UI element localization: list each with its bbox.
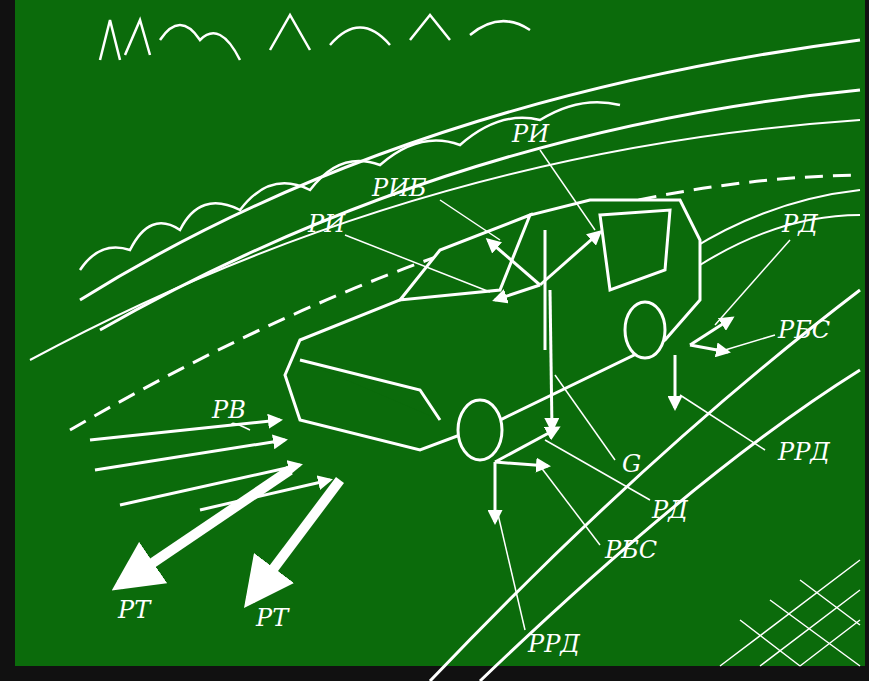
leader-lines <box>232 150 790 630</box>
force-label: РБС <box>778 318 830 342</box>
force-label: РВ <box>212 398 246 422</box>
force-label: РИБ <box>372 176 427 200</box>
kerb-grid <box>720 560 860 666</box>
force-label: G <box>622 452 641 476</box>
traction-arrows <box>120 470 340 600</box>
car <box>285 200 700 460</box>
force-label: РИ <box>512 122 549 146</box>
force-label: РД <box>652 498 688 522</box>
background <box>15 0 865 666</box>
force-label: РД <box>782 212 818 236</box>
force-label: РРД <box>528 632 580 656</box>
road <box>30 40 860 681</box>
force-label: РБС <box>605 538 657 562</box>
force-label: РИ <box>308 212 345 236</box>
force-arrows <box>90 232 732 522</box>
force-label: РРД <box>778 440 830 464</box>
force-label: РТ <box>256 606 288 630</box>
force-label: РТ <box>118 598 150 622</box>
